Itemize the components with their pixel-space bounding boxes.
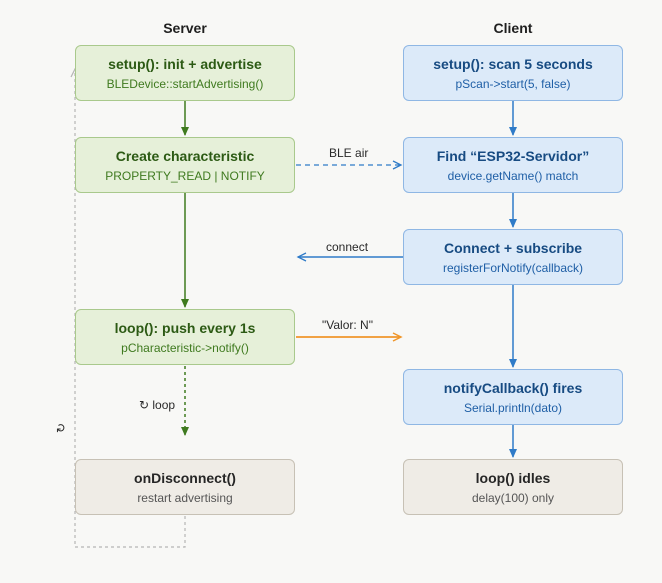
restart-loop-icon: ↻	[54, 422, 69, 434]
client-setup-node: setup(): scan 5 seconds pScan->start(5, …	[403, 45, 623, 101]
server-setup-subtitle: BLEDevice::startAdvertising()	[106, 76, 264, 91]
client-find-title: Find “ESP32-Servidor”	[436, 147, 590, 164]
client-loop-subtitle: delay(100) only	[471, 490, 555, 505]
client-notify-node: notifyCallback() fires Serial.println(da…	[403, 369, 623, 425]
server-loop-node: loop(): push every 1s pCharacteristic->n…	[75, 309, 295, 365]
connect-label: connect	[326, 240, 369, 254]
server-setup-title: setup(): init + advertise	[108, 55, 262, 72]
client-setup-title: setup(): scan 5 seconds	[433, 55, 593, 72]
client-find-node: Find “ESP32-Servidor” device.getName() m…	[403, 137, 623, 193]
server-loop-subtitle: pCharacteristic->notify()	[121, 340, 249, 355]
client-connect-node: Connect + subscribe registerForNotify(ca…	[403, 229, 623, 285]
client-connect-title: Connect + subscribe	[443, 239, 583, 256]
edge-restart-advertising-loop	[75, 73, 186, 548]
ble-air-label: BLE air	[329, 146, 369, 160]
client-notify-subtitle: Serial.println(dato)	[463, 400, 563, 415]
server-disconnect-title: onDisconnect()	[134, 469, 236, 486]
server-setup-node: setup(): init + advertise BLEDevice::sta…	[75, 45, 295, 101]
client-connect-subtitle: registerForNotify(callback)	[442, 260, 584, 275]
client-notify-title: notifyCallback() fires	[443, 379, 583, 396]
client-lane-title: Client	[493, 20, 533, 36]
server-characteristic-subtitle: PROPERTY_READ | NOTIFY	[105, 168, 265, 183]
client-loop-title: loop() idles	[475, 469, 551, 486]
valor-label: "Valor: N"	[322, 318, 373, 332]
client-setup-subtitle: pScan->start(5, false)	[455, 76, 571, 91]
server-characteristic-node: Create characteristic PROPERTY_READ | NO…	[75, 137, 295, 193]
server-disconnect-node: onDisconnect() restart advertising	[75, 459, 295, 515]
server-lane-title: Server	[163, 20, 207, 36]
loop-label: ↻ loop	[139, 398, 176, 412]
server-characteristic-title: Create characteristic	[115, 147, 255, 164]
server-loop-title: loop(): push every 1s	[114, 319, 256, 336]
server-disconnect-subtitle: restart advertising	[137, 490, 233, 505]
client-find-subtitle: device.getName() match	[447, 168, 579, 183]
client-loop-node: loop() idles delay(100) only	[403, 459, 623, 515]
